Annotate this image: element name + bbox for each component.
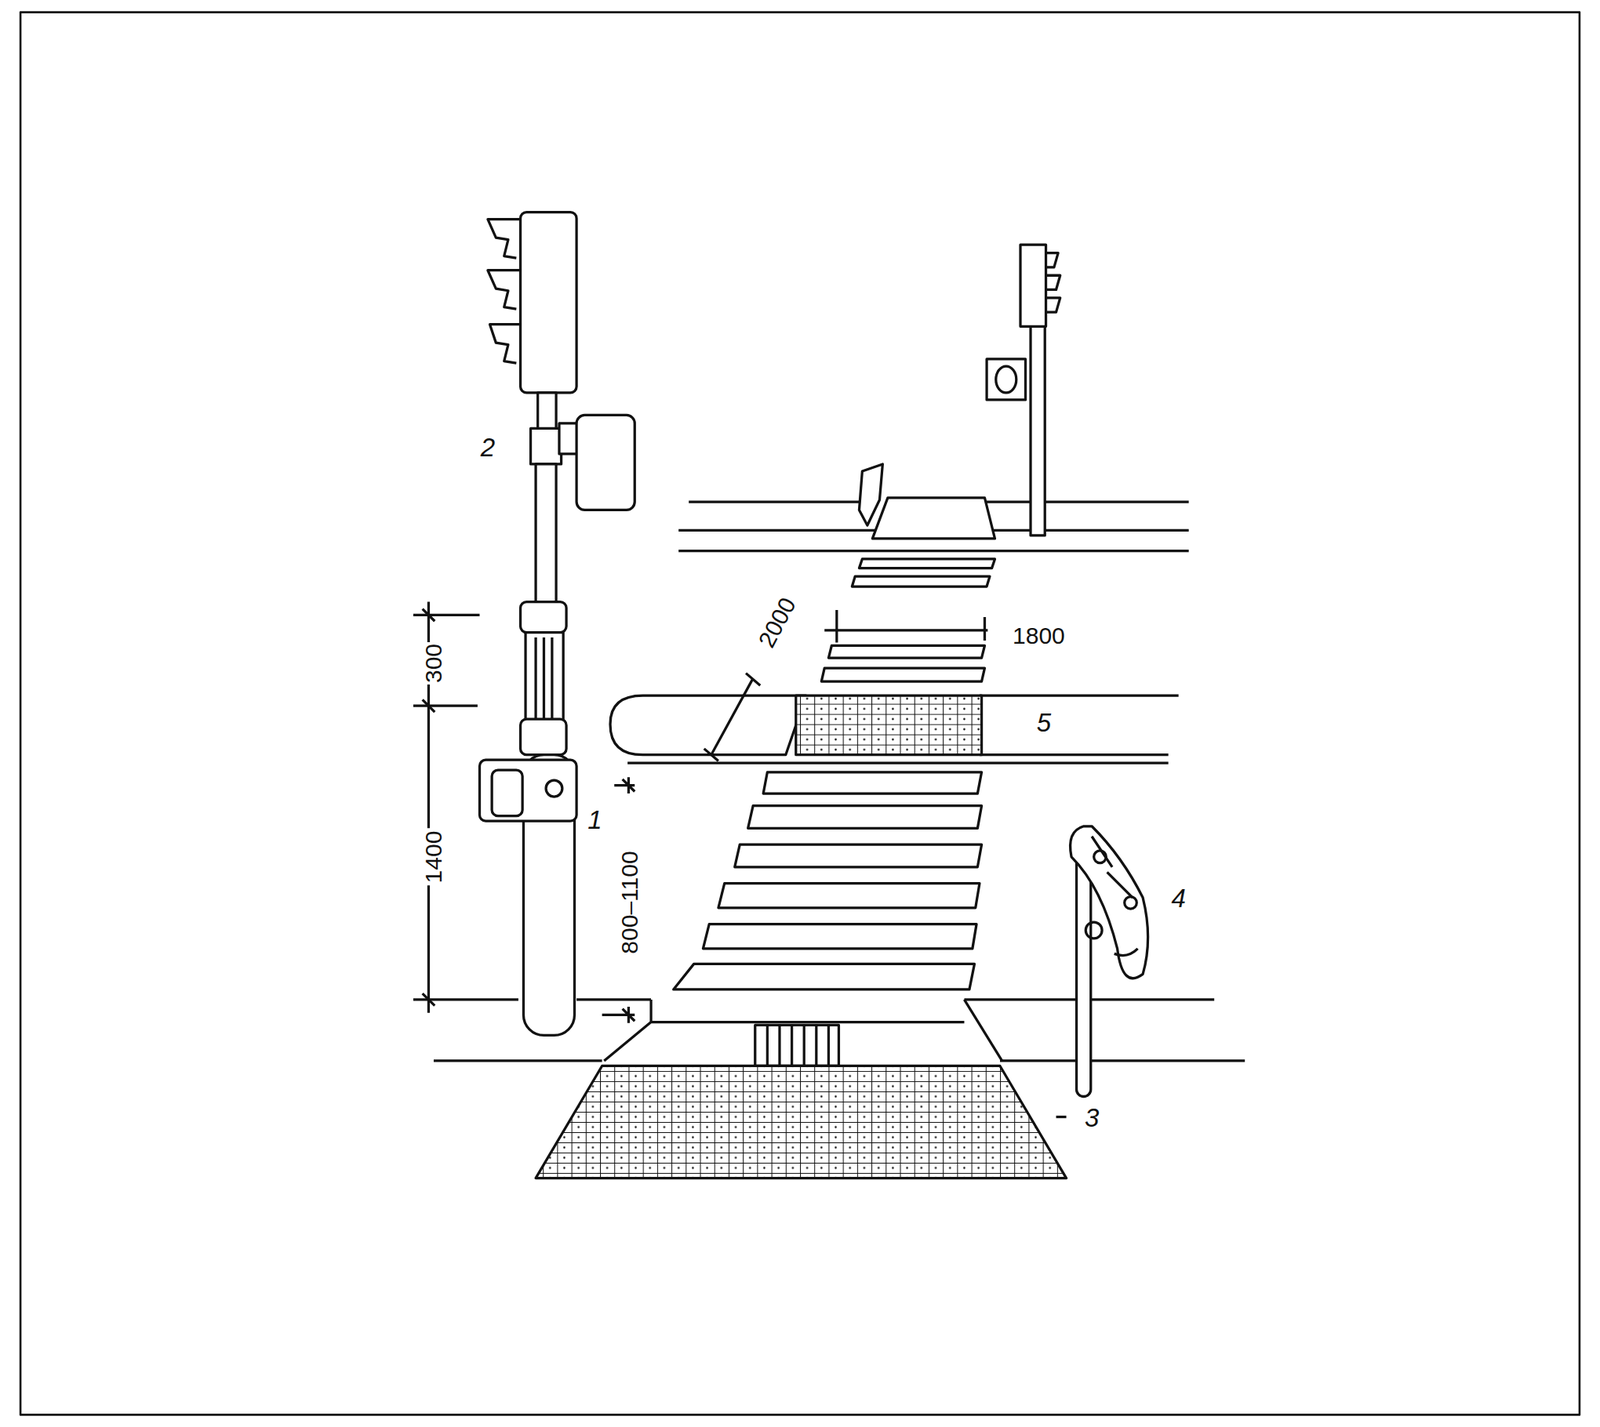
dimension-text: 1400 (421, 829, 446, 885)
callout-number: 2 (479, 433, 497, 460)
dimension-text: 300 (421, 642, 446, 685)
callout-number: 4 (1169, 884, 1187, 911)
callout-number: 3 (1083, 1104, 1101, 1131)
dimension-text: 2000 (754, 592, 802, 653)
dimension-text: 1800 (1010, 624, 1067, 648)
dimension-text: 800–1100 (618, 850, 642, 957)
callout-number: 1 (585, 806, 604, 833)
callout-number: 5 (1035, 709, 1053, 736)
